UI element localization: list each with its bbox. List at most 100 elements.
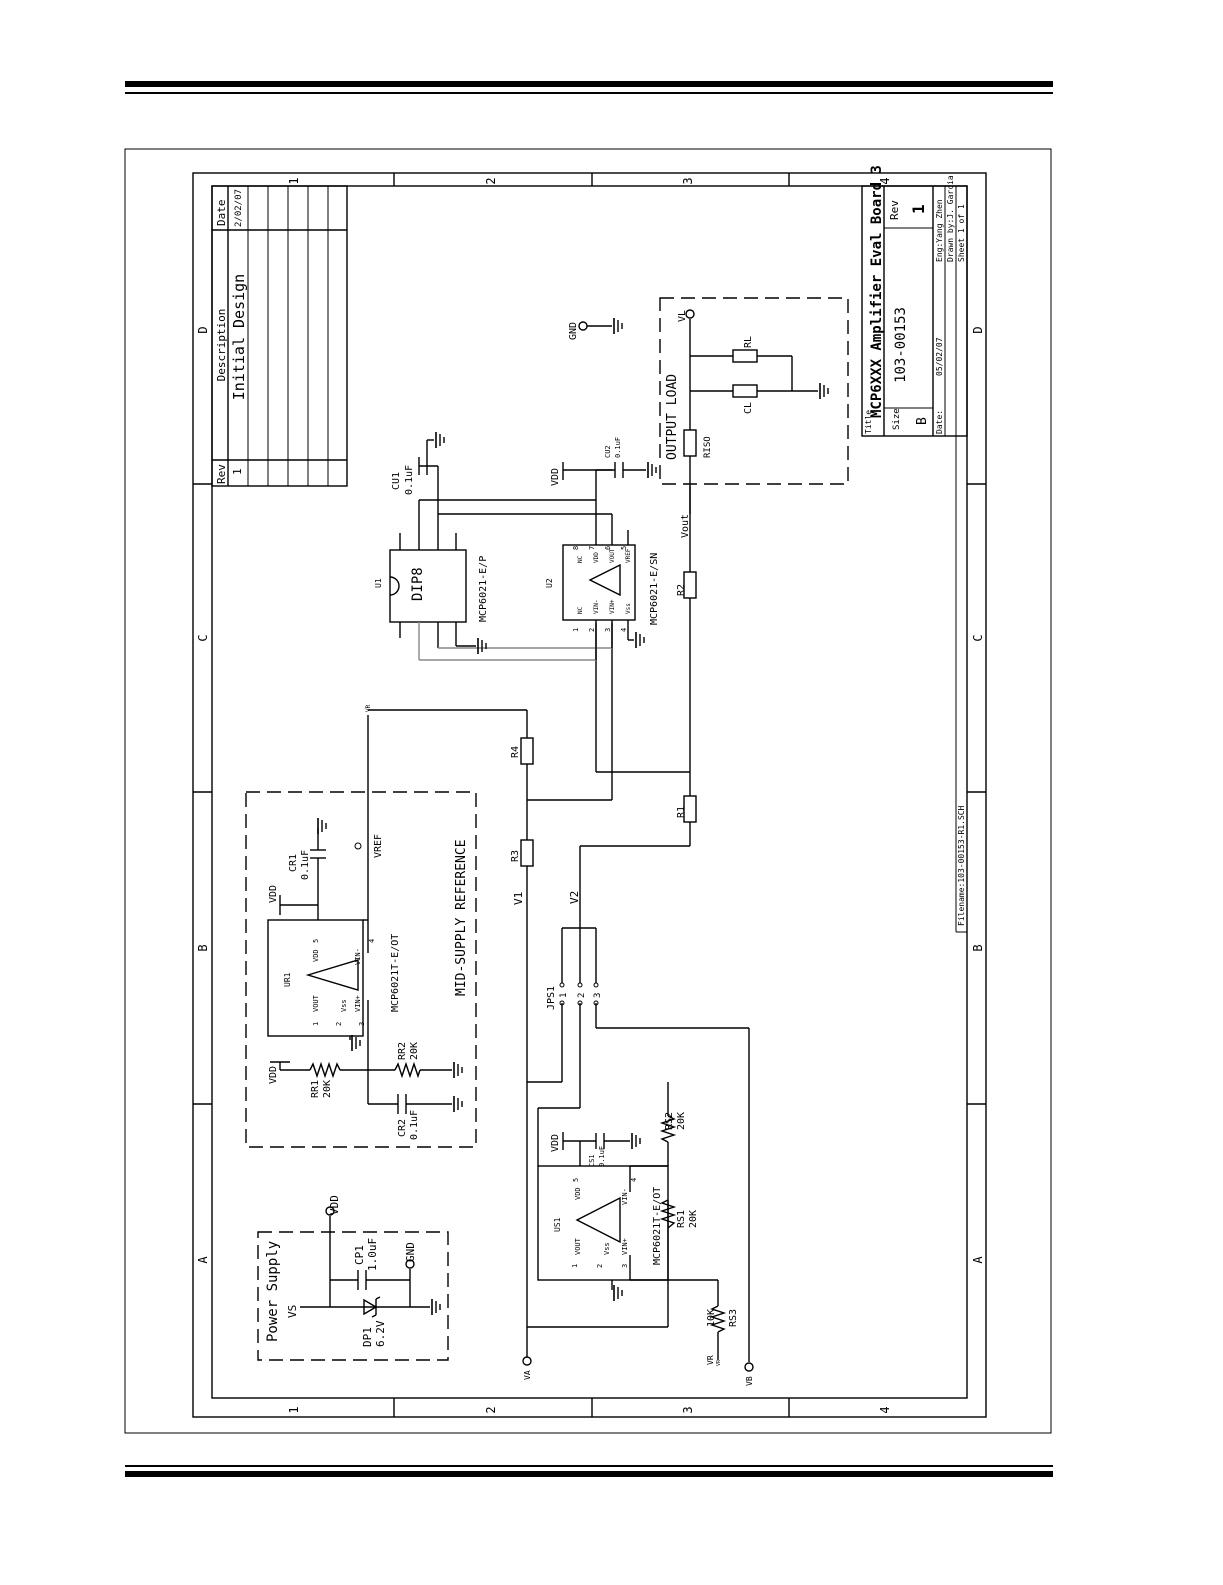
size-label: Size [892,408,902,430]
r1-label: R1 [676,806,687,818]
rr2-resistor [394,1061,421,1079]
ur1-vinn: VIN- [354,948,362,965]
ur1-pin2: 2 [335,1022,343,1026]
us1-label: US1 [553,1217,562,1232]
rs3-label: RS3 [728,1309,739,1327]
vdd-label-ur1: VDD [268,885,279,903]
date-row-1: 2/02/07 [234,189,244,227]
gnd-connector[interactable] [578,321,588,331]
cs1-value: 0.1uF [598,1146,606,1167]
cr2-label: CR2 [397,1119,408,1137]
rs1-resistor [659,1199,677,1229]
zone-col-3-top: 3 [681,177,695,184]
zone-col-1-top: 1 [287,177,301,184]
mid-supply-title: MID-SUPPLY REFERENCE [454,839,469,996]
ground-icon [613,1284,623,1302]
board-title: MCP6XXX Amplifier Eval Board 3 [869,165,885,418]
ground-icon [477,637,487,655]
cr1-label: CR1 [288,854,299,872]
u2-vdd: VDD [593,552,600,563]
title-block: Title MCP6XXX Amplifier Eval Board 3 Siz… [861,165,968,933]
description-header: Description [215,309,228,382]
r4-resistor [520,737,534,765]
us1-section: US1 VOUT Vss VIN+ VIN- VDD 1 2 3 4 5 MCP… [537,1082,739,1366]
engineer: Eng:Yang Zhen [935,199,944,262]
outer-frame [124,148,1052,1434]
signal-input-network: VA VB JPS1 1 2 3 V1 V2 R3 R4 [510,486,754,1386]
zone-col-1-bottom: 1 [287,1406,301,1413]
vl-label: VL [677,310,688,322]
ground-icon [631,1132,641,1150]
cs1-label: CS1 [588,1154,596,1167]
vdd-label-us1: VDD [550,1134,561,1152]
inner-frame [211,185,968,1399]
zone-row-c-left: C [196,634,210,641]
ur1-vout: VOUT [312,994,320,1012]
drawn-by: Drawn by:J. Garcia [946,175,955,262]
u2-pin4: 4 [620,628,628,632]
u1-package: DIP8 [410,567,426,601]
jps1-label: JPS1 [546,986,557,1010]
us1-vdd: VDD [574,1187,582,1200]
cp1-value: 1.0uF [366,1238,379,1271]
vref-testpoint[interactable] [354,842,362,850]
border-frame [192,172,987,1418]
zone-row-b-left: B [196,944,210,951]
u2-pin5: 5 [620,546,628,550]
rr1-label: RR1 [310,1080,321,1098]
document-number: 103-00153 [893,307,909,383]
dut-section: DIP8 U1 MCP6021-E/P CU1 0.1uF U2 NC VIN- [374,317,691,661]
ur1-vdd: VDD [312,949,320,962]
gnd-label-top: GND [568,322,579,340]
riso-label: RISO [703,436,713,458]
cl-label: CL [743,402,754,414]
r3-label: R3 [510,850,521,862]
vs-label: VS [286,1305,299,1318]
rr2-label: RR2 [397,1042,408,1060]
vr-tag-top: VR [365,704,372,712]
vr-sub: VR [716,1359,722,1366]
vb-terminal[interactable] [744,1362,754,1372]
va-label: VA [523,1370,532,1380]
bottom-rule-thick [125,1471,1053,1477]
zone-col-4-top: 4 [878,177,892,184]
va-terminal[interactable] [522,1356,532,1366]
rr1-value: 20K [322,1080,333,1098]
rl-label: RL [743,336,754,348]
rr1-resistor [309,1061,341,1079]
output-load-title: OUTPUT LOAD [665,374,680,460]
us1-pin1: 1 [571,1264,579,1268]
vb-label: VB [745,1376,754,1386]
r4-label: R4 [510,746,521,758]
rs1-value: 20K [688,1210,699,1228]
ground-icon [351,1034,361,1052]
rl-resistor [732,349,758,363]
jps1-pin3: 3 [593,993,603,998]
ur1-vss: Vss [340,999,348,1012]
u2-opamp [562,544,636,621]
u2-vref: VREF [625,548,632,563]
u2-pin7: 7 [588,546,596,550]
cu1-value: 0.1uF [404,465,415,495]
vdd-label: VDD [328,1195,341,1215]
gnd-terminal[interactable] [405,1259,415,1269]
us1-pin2: 2 [596,1264,604,1268]
power-supply-section: Power Supply VS VDD GND CP1 1.0uF DP1 6.… [257,1195,449,1361]
cu2-value: 0.1uF [614,437,622,458]
ur1-opamp [267,919,364,1037]
vdd-terminal[interactable] [325,1206,335,1216]
ground-icon [317,817,327,835]
power-supply-title: Power Supply [265,1241,281,1342]
vl-terminal[interactable] [685,309,695,319]
revision-table: Rev Description Date 1 Initial Design 2/… [211,185,348,487]
us1-vinn: VIN- [621,1188,629,1205]
us1-opamp-symbol [575,1196,621,1244]
cr2-value: 0.1uF [409,1110,420,1140]
riso-resistor [683,429,697,457]
u2-vinn: VIN- [593,600,600,614]
ur1-pin4: 4 [368,939,376,943]
u2-pin3: 3 [604,628,612,632]
ur1-vinp: VIN+ [354,995,362,1012]
ur1-pin3: 3 [358,1022,366,1026]
